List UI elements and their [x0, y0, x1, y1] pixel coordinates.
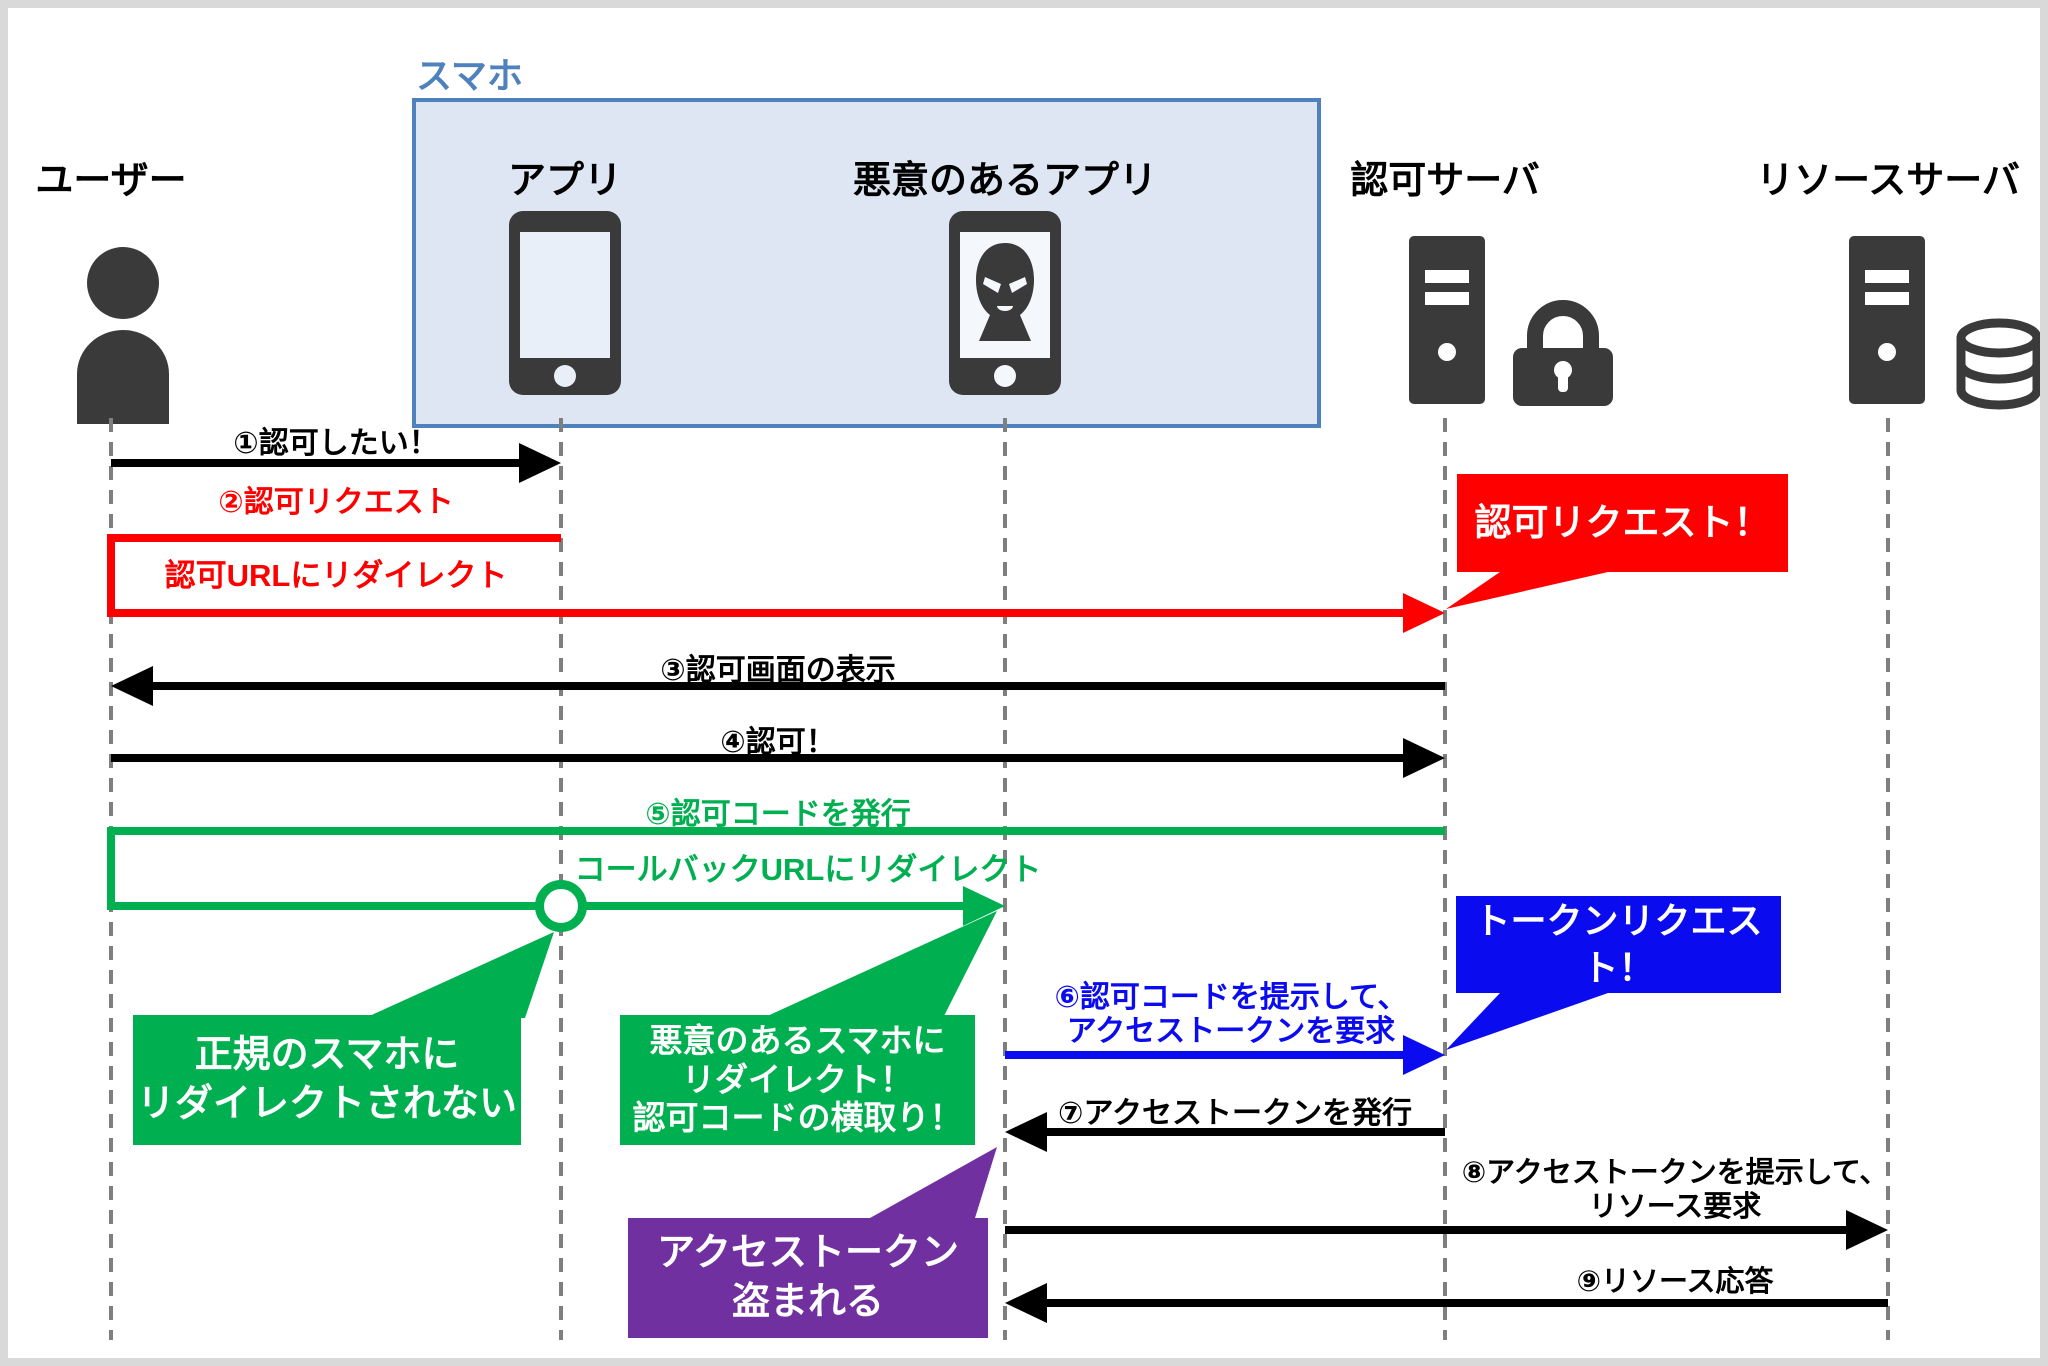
message-3-arrow: [153, 682, 1445, 690]
message-2-line-top: [107, 534, 561, 542]
message-6-arrowhead: [1403, 1035, 1445, 1075]
message-5-arrowhead: [963, 886, 1005, 926]
message-8-arrowhead: [1846, 1210, 1888, 1250]
message-9-arrowhead: [1005, 1283, 1047, 1323]
server-lock-icon: [1409, 236, 1613, 406]
callout-token-request: トークンリクエスト！: [1456, 896, 1781, 993]
message-4-arrowhead: [1403, 738, 1445, 778]
lifeline-malicious-app: [1003, 418, 1007, 1340]
message-2-line-bottom: [107, 609, 1403, 617]
actor-label-user: ユーザー: [35, 159, 187, 202]
malicious-smartphone-icon: [949, 211, 1061, 395]
callout-malicious-phone: 悪意のあるスマホに リダイレクト！ 認可コードの横取り！: [620, 1015, 975, 1145]
padlock-icon: [1513, 300, 1613, 406]
callout-legit-phone: 正規のスマホに リダイレクトされない: [133, 1015, 521, 1145]
message-7-arrowhead: [1005, 1112, 1047, 1152]
database-icon: [1956, 318, 2040, 410]
actor-label-resource-server: リソースサーバ: [1756, 159, 2020, 202]
server-database-icon: [1849, 236, 2040, 410]
message-1-arrow: [111, 459, 521, 467]
message-5-line-top: [107, 827, 1445, 835]
message-7-arrow: [1047, 1128, 1445, 1136]
message-4-arrow: [111, 754, 1403, 762]
message-7-label: ⑦アクセストークンを発行: [1058, 1097, 1412, 1130]
message-1-label: ①認可したい！: [233, 427, 439, 460]
message-9-arrow: [1047, 1299, 1888, 1307]
message-3-label: ③認可画面の表示: [660, 654, 896, 687]
actor-label-auth-server: 認可サーバ: [1350, 159, 1540, 202]
message-2-label: ②認可リクエスト: [218, 486, 454, 519]
message-9-label: ⑨リソース応答: [1576, 1266, 1774, 1298]
message-8-label-line2: リソース要求: [1588, 1191, 1762, 1223]
message-5-label: ⑤認可コードを発行: [645, 798, 911, 831]
actor-label-malicious-app: 悪意のあるアプリ: [852, 159, 1157, 202]
lifeline-app: [559, 418, 563, 1340]
actor-label-app: アプリ: [507, 159, 622, 202]
message-6-label-line2: アクセストークンを要求: [1066, 1015, 1396, 1048]
balaclava-face: [976, 243, 1034, 341]
message-2-arrowhead: [1403, 593, 1445, 633]
message-4-label: ④認可！: [720, 726, 836, 759]
smartphone-icon: [509, 211, 621, 395]
callout-token-stolen: アクセストークン 盗まれる: [628, 1218, 988, 1338]
message-1-arrowhead: [519, 443, 561, 483]
message-5-line-left: [107, 827, 115, 910]
message-5-note: コールバックURLにリダイレクト: [574, 851, 1042, 887]
message-2-line-left: [107, 534, 115, 617]
lifeline-auth-server: [1443, 418, 1447, 1340]
callout-auth-request: 認可リクエスト！: [1457, 474, 1788, 572]
message-6-arrow: [1005, 1051, 1403, 1059]
message-8-label-line1: ⑧アクセストークンを提示して、: [1461, 1157, 1889, 1189]
lifeline-resource-server: [1886, 418, 1890, 1340]
message-2-note: 認可URLにリダイレクト: [164, 557, 508, 593]
message-6-label-line1: ⑥認可コードを提示して、: [1054, 981, 1408, 1014]
person-icon: [77, 247, 169, 424]
callout-tails: [365, 572, 1608, 1218]
smartphone-group-label: スマホ: [416, 55, 523, 96]
message-8-arrow: [1005, 1226, 1846, 1234]
no-redirect-circle-marker: [535, 880, 587, 932]
message-3-arrowhead: [111, 666, 153, 706]
